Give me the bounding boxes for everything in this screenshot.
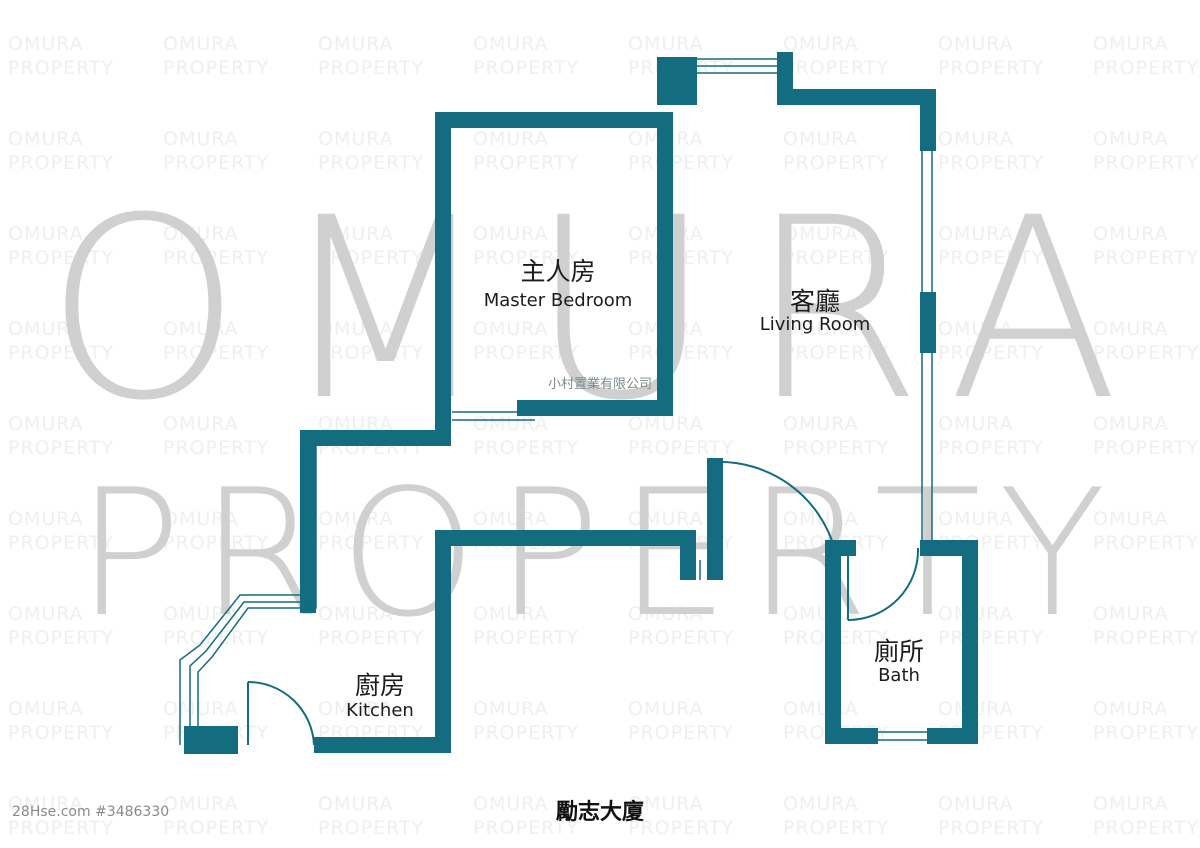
company-name: 小村置業有限公司 bbox=[547, 377, 652, 392]
windows bbox=[179, 58, 935, 745]
room-label-kitchen-cn: 廚房 bbox=[354, 671, 405, 700]
door-living bbox=[714, 460, 836, 551]
wall-bedroom-outer bbox=[300, 112, 673, 613]
room-label-living-room-en: Living Room bbox=[759, 314, 871, 335]
room-label-bath-en: Bath bbox=[878, 665, 920, 686]
wall-corridor-top bbox=[435, 530, 696, 753]
wall-bath-left bbox=[825, 540, 878, 744]
room-label-kitchen-en: Kitchen bbox=[346, 700, 414, 721]
wall-blocks bbox=[184, 57, 697, 754]
room-label-master-bedroom-cn: 主人房 bbox=[520, 257, 596, 286]
wall-bath bbox=[920, 540, 978, 744]
room-label-living-room-cn: 客廳 bbox=[789, 287, 840, 316]
room-label-master-bedroom-en: Master Bedroom bbox=[483, 290, 633, 311]
wall-block-kitchen bbox=[184, 726, 238, 754]
door-kitchen bbox=[247, 680, 315, 746]
wall-bedroom-right bbox=[517, 112, 673, 416]
listing-id: 28Hse.com #3486330 bbox=[12, 804, 170, 820]
wall-living-top bbox=[777, 52, 936, 151]
room-label-bath-cn: 廁所 bbox=[873, 637, 924, 666]
walls bbox=[300, 52, 978, 753]
doors bbox=[247, 460, 920, 746]
building-name: 勵志大廈 bbox=[555, 800, 644, 825]
door-bath bbox=[847, 547, 920, 621]
wall-block-living-top bbox=[657, 57, 697, 105]
